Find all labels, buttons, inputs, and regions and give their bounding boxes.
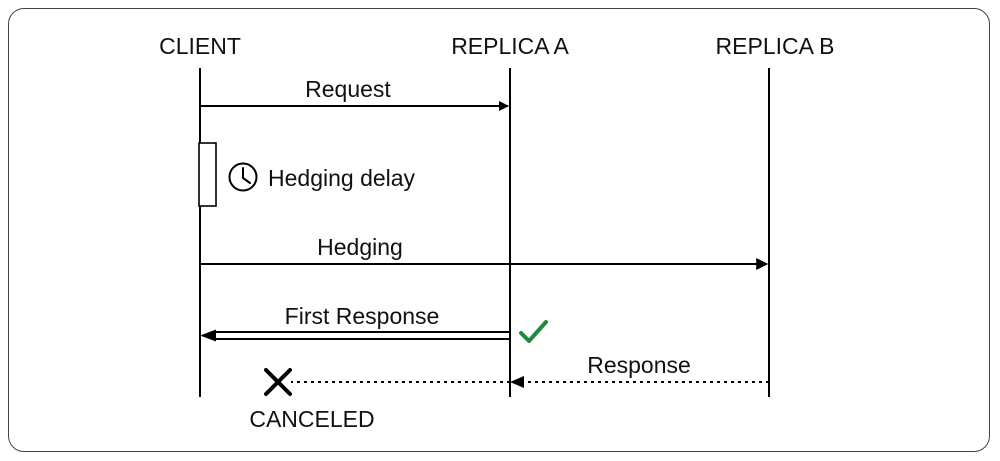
- request-label: Request: [305, 76, 391, 102]
- hedging-label: Hedging: [317, 234, 403, 260]
- hedging-delay-box: [198, 142, 217, 207]
- first-response-label: First Response: [285, 303, 440, 329]
- check-icon: [519, 320, 548, 343]
- x-icon: [264, 368, 292, 396]
- diagram-frame: [8, 8, 990, 452]
- participant-replica-b: REPLICA B: [716, 33, 835, 59]
- participant-client: CLIENT: [159, 33, 241, 59]
- canceled-label: CANCELED: [249, 406, 374, 432]
- clock-icon: [228, 162, 258, 192]
- hedging-delay-label: Hedging delay: [268, 165, 416, 191]
- response-label: Response: [587, 352, 691, 378]
- response-arrowhead: [510, 376, 524, 388]
- participant-replica-a: REPLICA A: [451, 33, 569, 59]
- first-response-arrow: [200, 329, 510, 342]
